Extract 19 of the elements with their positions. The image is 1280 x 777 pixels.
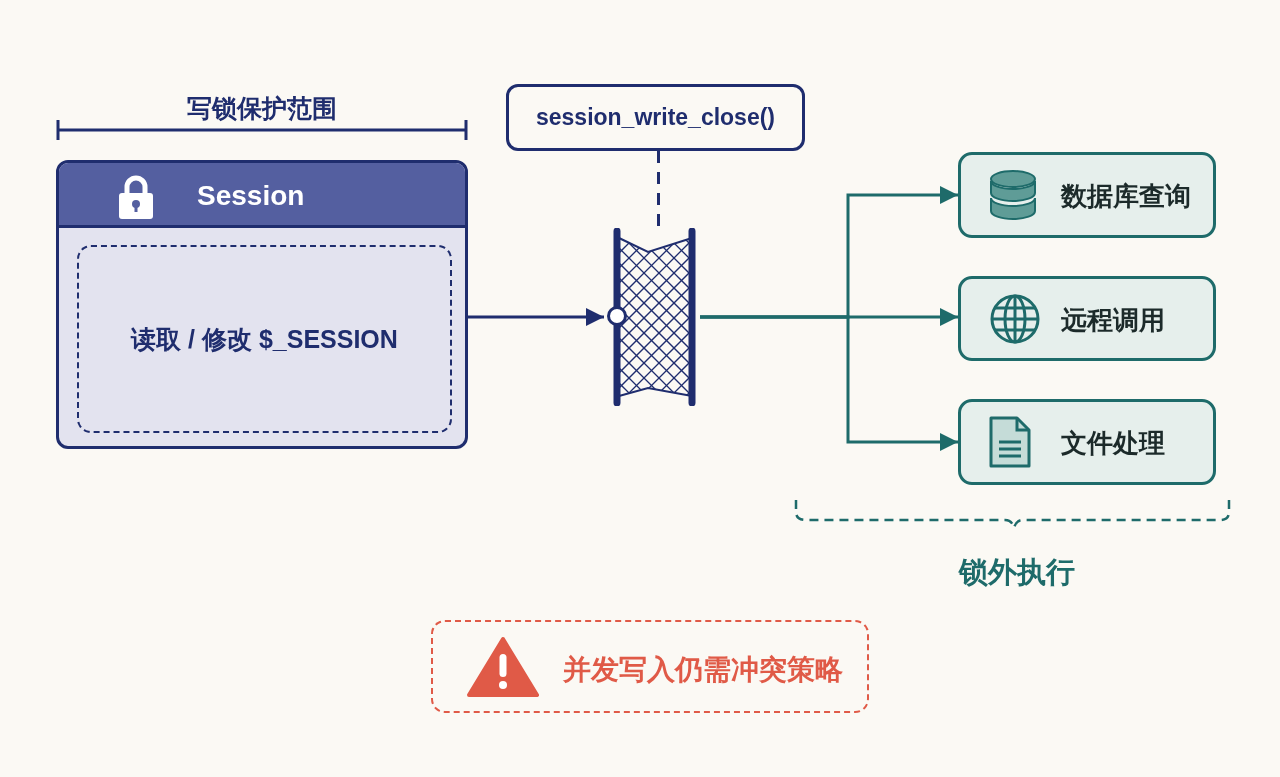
scope-label: 锁外执行 xyxy=(957,555,1076,590)
task-box xyxy=(958,399,1216,485)
function-name: session_write_close() xyxy=(535,104,776,131)
arrow xyxy=(700,315,958,451)
task-box xyxy=(958,152,1216,238)
function-box xyxy=(506,84,805,151)
panel-title: Session xyxy=(197,180,305,212)
leader-line xyxy=(657,151,660,228)
dashed-region xyxy=(77,245,452,433)
warning-box xyxy=(431,620,869,713)
warning-text: 并发写入仍需冲突策略 xyxy=(563,653,843,687)
task-label: 远程调用 xyxy=(1061,303,1165,337)
task-box xyxy=(958,276,1216,361)
task-label: 数据库查询 xyxy=(1061,180,1191,213)
arrow xyxy=(468,308,604,326)
scope-label: 写锁保护范围 xyxy=(186,93,338,124)
task-label: 文件处理 xyxy=(1061,427,1165,460)
session-panel xyxy=(56,160,468,449)
operation-text: 读取 / 修改 $_SESSION xyxy=(131,323,398,355)
